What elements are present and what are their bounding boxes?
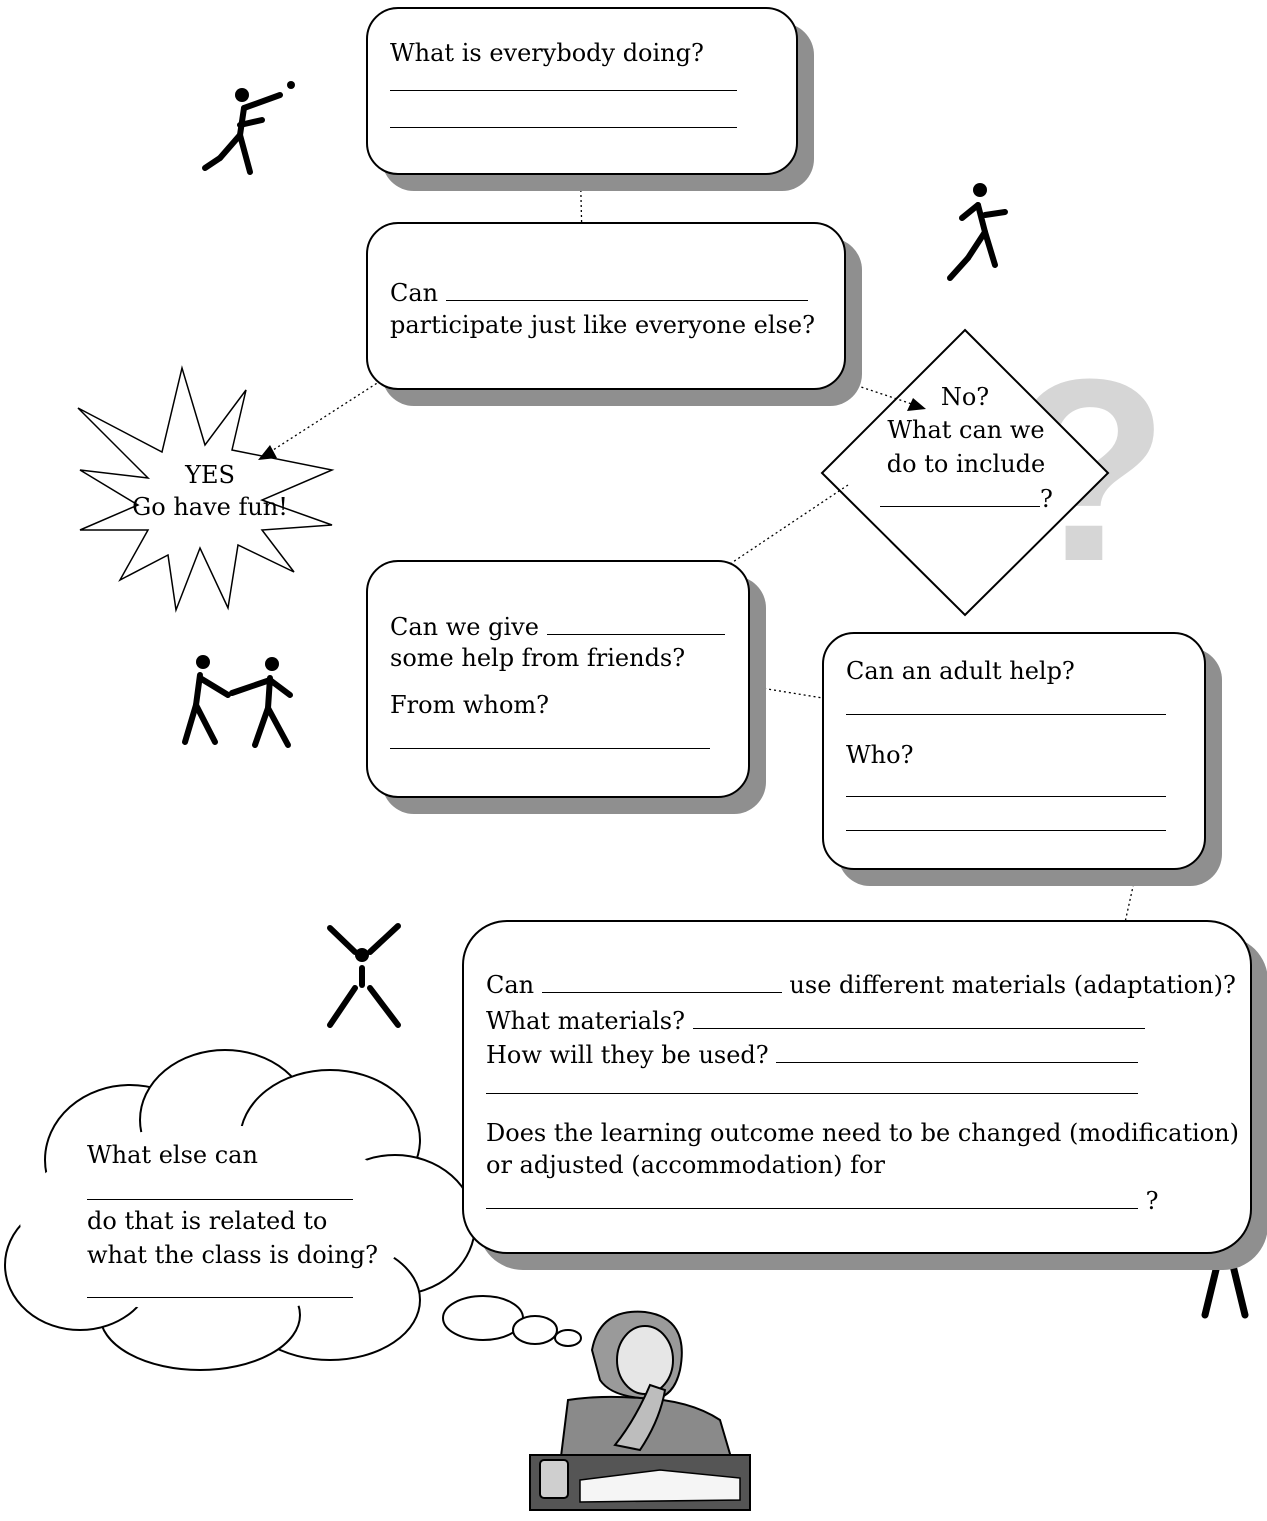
usage-blank[interactable] [776, 1038, 1139, 1063]
box-participate [366, 222, 846, 390]
answer-line[interactable] [87, 1199, 353, 1200]
box-everybody-doing [366, 7, 798, 175]
decision-diamond [820, 328, 1110, 617]
can-we-give-label: Can we give [390, 613, 539, 641]
yes-label: YES [185, 461, 235, 489]
how-used-label: How will they be used? [486, 1041, 769, 1069]
name-blank[interactable] [880, 482, 1040, 507]
do-to-include-label: do to include [886, 450, 1046, 478]
yes-starburst [77, 365, 335, 613]
materials-blank[interactable] [692, 1004, 1145, 1029]
two-people-helping-icon [182, 655, 293, 748]
adaptation-line-3: How will they be used? [486, 1038, 1139, 1070]
answer-line[interactable] [390, 90, 737, 91]
adult-help-label: Can an adult help? [846, 657, 1075, 685]
answer-line[interactable] [390, 748, 710, 749]
runner-throwing-icon [202, 81, 295, 175]
name-blank[interactable] [546, 610, 725, 635]
what-else-can-label: What else can [87, 1141, 258, 1169]
answer-line[interactable] [846, 714, 1166, 715]
adaptation-line-1: Can use different materials (adaptation)… [486, 968, 1236, 1000]
modification-line-1: Does the learning outcome need to be cha… [486, 1119, 1239, 1147]
what-can-we-label: What can we [887, 416, 1045, 444]
answer-line[interactable] [846, 830, 1166, 831]
answer-line[interactable] [846, 796, 1166, 797]
related-to-label: do that is related to [87, 1207, 328, 1235]
help-friends-line-2: some help from friends? [390, 644, 686, 672]
what-materials-label: What materials? [486, 1007, 685, 1035]
participate-line-2: participate just like everyone else? [390, 311, 815, 339]
runner-icon [947, 183, 1008, 281]
no-label: No? [940, 383, 990, 411]
jumping-person-icon [327, 923, 401, 1028]
can-label: Can [390, 279, 439, 307]
go-have-fun-label: Go have fun! [132, 493, 288, 521]
modification-line-3: ? [486, 1184, 1159, 1216]
name-blank[interactable] [541, 968, 782, 993]
everybody-doing-label: What is everybody doing? [390, 39, 704, 67]
class-doing-label: what the class is doing? [87, 1241, 378, 1269]
answer-line[interactable] [87, 1297, 353, 1298]
box-adaptation [462, 920, 1252, 1254]
question-suffix: ? [1145, 1187, 1159, 1215]
answer-line[interactable] [486, 1093, 1138, 1094]
thinking-teacher-icon [529, 1310, 751, 1511]
question-suffix: ? [1040, 485, 1053, 513]
name-blank[interactable] [486, 1184, 1138, 1209]
who-label: Who? [846, 741, 914, 769]
include-name-line: ? [880, 482, 1053, 514]
thought-cloud [4, 1049, 582, 1371]
help-friends-line-1: Can we give [390, 610, 725, 642]
adaptation-suffix: use different materials (adaptation)? [789, 971, 1236, 999]
name-blank[interactable] [445, 276, 808, 301]
modification-line-2: or adjusted (accommodation) for [486, 1151, 885, 1179]
can-label: Can [486, 971, 535, 999]
answer-line[interactable] [390, 127, 737, 128]
box-help-from-friends [366, 560, 750, 798]
from-whom-label: From whom? [390, 691, 550, 719]
adaptation-line-2: What materials? [486, 1004, 1145, 1036]
participate-line-1: Can [390, 276, 808, 308]
